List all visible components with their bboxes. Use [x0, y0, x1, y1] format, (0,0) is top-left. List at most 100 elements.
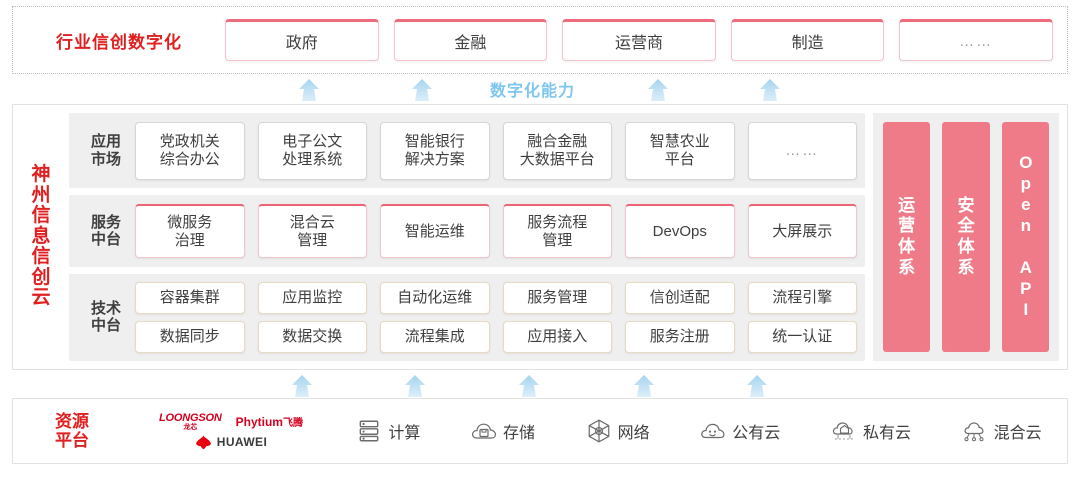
side-bar-char: 营: [898, 216, 916, 236]
capability-arrow-strip-top: 数字化能力: [0, 76, 1080, 102]
tech-cell-xinchuang-adaptation[interactable]: 信创适配: [625, 281, 735, 314]
resource-item-public-cloud[interactable]: 公有云: [700, 418, 780, 444]
svc-cell-large-screen-display[interactable]: 大屏展示: [747, 204, 857, 259]
side-bar-security-system[interactable]: 安 全 体 系: [942, 122, 990, 352]
side-bar-char: 体: [957, 237, 975, 256]
app-cell-gov-office[interactable]: 党政机关 综合办公: [135, 121, 245, 180]
app-cell-finance-bigdata[interactable]: 融合金融 大数据平台: [502, 121, 612, 180]
resource-item-label: 公有云: [732, 425, 781, 442]
cell-line: 平台: [664, 150, 695, 168]
side-bar-operations-system[interactable]: 运 营 体 系: [883, 122, 931, 352]
brand-column: 神 州 信 息 信 创 云: [13, 105, 69, 369]
industry-box-manufacturing[interactable]: 制造: [730, 19, 885, 61]
public-cloud-icon: [701, 423, 725, 439]
industry-box-list: 政府 金融 运营商 制造 ……: [225, 19, 1067, 61]
svc-cell-hybrid-cloud-management[interactable]: 混合云 管理: [257, 204, 367, 259]
svc-cell-microservice-governance[interactable]: 微服务 治理: [135, 204, 245, 259]
cell-line: 智慧农业: [649, 132, 710, 150]
cell-line: 治理: [174, 231, 205, 249]
cell-line: 党政机关: [159, 132, 220, 150]
up-arrow-icon: [753, 78, 787, 102]
cell-line: 混合云: [289, 213, 335, 231]
tech-cell-process-integration[interactable]: 流程集成: [380, 320, 490, 353]
resource-item-hybrid-cloud[interactable]: 混合云: [962, 418, 1042, 444]
cell-line: 微服务: [167, 213, 213, 231]
layer-label-technology-midplatform: 技术 中台: [77, 300, 135, 335]
layer-column: 应用 市场 党政机关 综合办公 电子公文 处理系统 智能银行 解决方案: [69, 105, 873, 369]
resource-item-label: 存储: [502, 425, 535, 442]
tech-cell-automated-ops[interactable]: 自动化运维: [380, 281, 490, 314]
app-cell-smart-banking[interactable]: 智能银行 解决方案: [380, 121, 490, 180]
resource-item-network[interactable]: 网络: [586, 418, 650, 444]
cell-line: 电子公文: [282, 132, 343, 150]
resource-item-compute[interactable]: 计算: [356, 418, 420, 444]
cell-line: 服务流程: [527, 213, 588, 231]
cell-line: 管理: [297, 231, 328, 249]
phytium-logo-cn: 飞腾: [282, 418, 303, 429]
layer-label-line: 中台: [90, 317, 121, 335]
brand-char: 息: [31, 225, 51, 247]
brand-char: 神: [31, 164, 51, 186]
loongson-logo: LOONGSON 龙芯: [159, 412, 222, 431]
resource-platform-band: 资源 平台 LOONGSON 龙芯 Phytium飞腾: [12, 398, 1068, 464]
huawei-logo: HUAWEI: [195, 435, 267, 450]
cell-line: 大数据平台: [519, 150, 595, 168]
side-bar-char: 全: [957, 216, 975, 236]
industry-band-title: 行业信创数字化: [56, 32, 182, 52]
industry-box-telecom[interactable]: 运营商: [562, 19, 716, 61]
phytium-logo-text: Phytium: [235, 415, 283, 429]
side-bar-char: 安: [957, 195, 975, 215]
up-arrow-icon: [398, 374, 432, 398]
resource-item-storage[interactable]: 存储: [471, 418, 535, 444]
tech-cell-process-engine[interactable]: 流程引擎: [747, 281, 857, 314]
brand-char: 云: [31, 287, 51, 309]
tech-cell-app-monitoring[interactable]: 应用监控: [257, 281, 367, 314]
brand-char: 州: [31, 184, 51, 206]
vendor-logo-group: LOONGSON 龙芯 Phytium飞腾 HUAWEI: [131, 412, 331, 450]
huawei-logo-text: HUAWEI: [216, 435, 268, 449]
industry-box-government[interactable]: 政府: [225, 19, 379, 61]
resource-item-label: 混合云: [993, 425, 1042, 442]
main-platform-panel: 神 州 信 息 信 创 云 应用 市场 党政机关 综合办公: [12, 104, 1068, 370]
resource-item-private-cloud[interactable]: 私有云: [831, 418, 911, 444]
cell-line: 融合金融: [527, 132, 588, 150]
layer-label-line: 服务: [90, 213, 121, 231]
side-bar-open-api[interactable]: Open API: [1001, 122, 1049, 352]
up-arrow-icon: [285, 374, 319, 398]
vendor-logo-row: HUAWEI: [195, 435, 267, 450]
svc-cell-intelligent-ops[interactable]: 智能运维: [380, 204, 490, 259]
resource-item-label: 私有云: [862, 425, 911, 442]
cell-line: 管理: [542, 231, 573, 249]
app-cell-more[interactable]: ……: [747, 121, 857, 180]
svc-cell-service-process-management[interactable]: 服务流程 管理: [502, 204, 612, 259]
up-arrow-icon: [292, 78, 326, 102]
app-cell-edoc-system[interactable]: 电子公文 处理系统: [257, 121, 367, 180]
tech-cell-data-exchange[interactable]: 数据交换: [257, 320, 367, 353]
layer-label-service-midplatform: 服务 中台: [77, 214, 135, 249]
technology-cell-row: 数据同步 数据交换 流程集成 应用接入 服务注册 统一认证: [135, 320, 857, 353]
cloud-storage-icon: [471, 423, 496, 439]
side-bar-char: 系: [898, 257, 916, 277]
tech-cell-service-registry[interactable]: 服务注册: [625, 320, 735, 353]
svc-cell-devops[interactable]: DevOps: [625, 204, 735, 259]
tech-cell-container-cluster[interactable]: 容器集群: [135, 281, 245, 314]
app-cell-smart-agriculture[interactable]: 智慧农业 平台: [625, 121, 735, 180]
side-bar-char: 系: [957, 257, 975, 277]
up-arrow-icon: [512, 374, 546, 398]
cell-line: 处理系统: [282, 150, 343, 168]
industry-box-more[interactable]: ……: [899, 19, 1053, 61]
tech-cell-app-access[interactable]: 应用接入: [502, 320, 612, 353]
up-arrow-icon: [405, 78, 439, 102]
technology-cell-row: 容器集群 应用监控 自动化运维 服务管理 信创适配 流程引擎: [135, 281, 857, 314]
network-icon: [588, 419, 609, 443]
up-arrow-icon: [740, 374, 774, 398]
side-bar-char: 体: [898, 237, 916, 256]
layer-row-service-midplatform: 服务 中台 微服务 治理 混合云 管理 智能运维 服务流程 管理: [69, 195, 865, 267]
technology-cell-grid: 容器集群 应用监控 自动化运维 服务管理 信创适配 流程引擎 数据同步 数据交换…: [135, 281, 857, 353]
up-arrow-icon: [641, 78, 675, 102]
tech-cell-unified-auth[interactable]: 统一认证: [747, 320, 857, 353]
tech-cell-service-management[interactable]: 服务管理: [502, 281, 612, 314]
tech-cell-data-sync[interactable]: 数据同步: [135, 320, 245, 353]
industry-box-finance[interactable]: 金融: [393, 19, 548, 61]
